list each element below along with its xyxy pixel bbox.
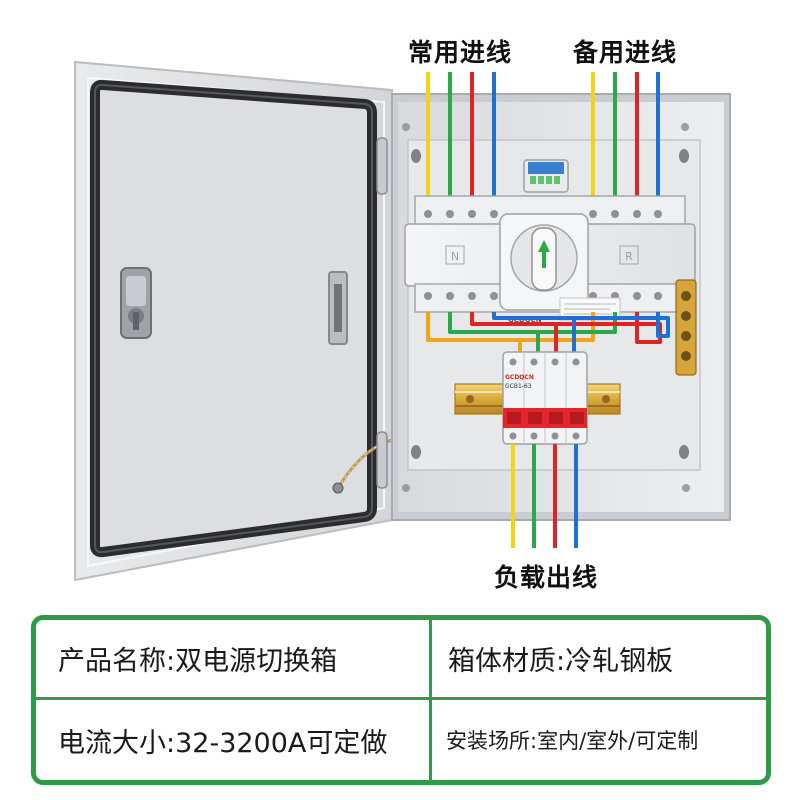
breaker-model-label: GCB1-63 xyxy=(505,383,532,390)
cabinet-door xyxy=(74,60,393,582)
door-hinges xyxy=(376,137,388,489)
backup-incoming-label: 备用进线 xyxy=(573,38,678,67)
automatic-transfer-switch: N R GCDQCN xyxy=(404,159,696,324)
distribution-box-illustration: N R GCDQCN xyxy=(74,60,731,582)
spec-table: 产品名称:双电源切换箱 箱体材质:冷轧钢板 电流大小:32-3200A可定做 安… xyxy=(31,615,771,785)
terminal-block xyxy=(675,279,697,376)
door-handle xyxy=(328,271,348,345)
spec-current: 电流大小:32-3200A可定做 xyxy=(36,700,432,780)
load-outgoing-label: 负载出线 xyxy=(494,563,599,592)
outgoing-wires xyxy=(511,444,578,548)
door-lock xyxy=(120,267,152,339)
spec-product-name: 产品名称:双电源切换箱 xyxy=(36,620,432,700)
circuit-breaker: GCDQCN GCB1-63 xyxy=(502,351,588,445)
breaker-brand-label: GCDQCN xyxy=(505,374,534,381)
ats-side-left-label: N xyxy=(451,250,459,263)
product-photo: N R GCDQCN xyxy=(74,38,731,592)
ats-side-right-label: R xyxy=(625,250,633,263)
spec-location: 安装场所:室内/室外/可定制 xyxy=(446,729,699,753)
internal-wiring xyxy=(426,312,670,358)
main-incoming-label: 常用进线 xyxy=(408,38,513,67)
spec-material: 箱体材质:冷轧钢板 xyxy=(432,620,766,700)
incoming-wires xyxy=(426,72,660,200)
